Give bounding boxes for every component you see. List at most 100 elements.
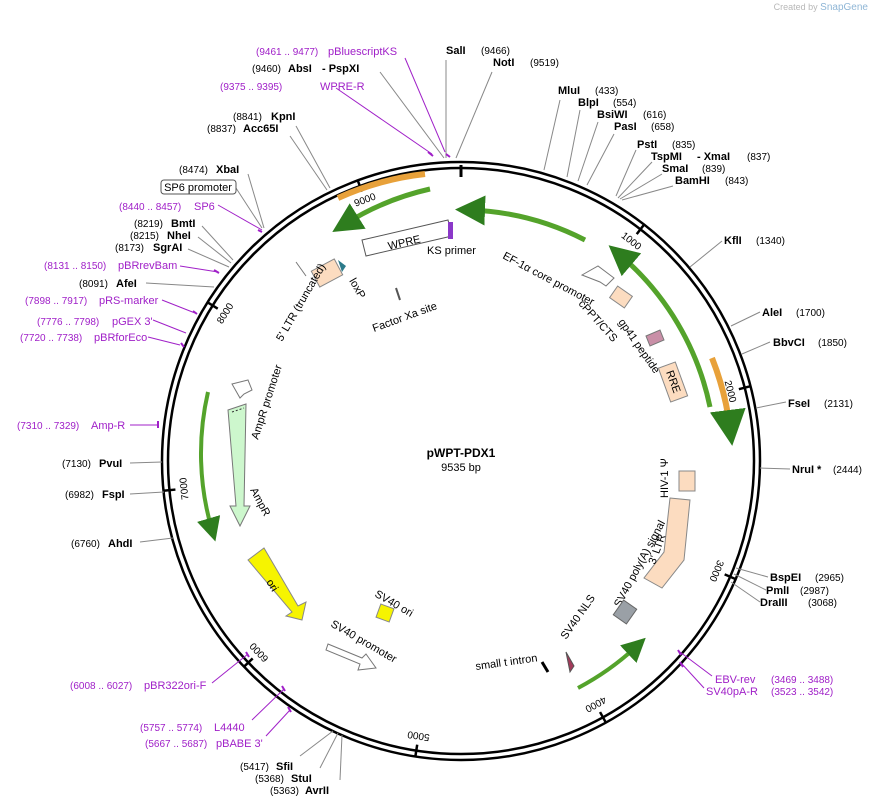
site-nhei: NheI <box>167 230 191 242</box>
svg-text:(1700): (1700) <box>796 308 825 319</box>
primer-marks <box>157 151 684 713</box>
primer-ebv-rev: EBV-rev <box>715 674 756 686</box>
svg-text:(9375 .. 9395): (9375 .. 9395) <box>220 82 282 93</box>
primer-l4440: L4440 <box>214 722 245 734</box>
loxp-label: loxP <box>346 276 367 301</box>
site-kfli: KflI <box>724 235 742 247</box>
svg-text:(8841): (8841) <box>233 112 262 123</box>
factor-xa-label: Factor Xa site <box>371 300 439 334</box>
svg-text:(3068): (3068) <box>808 598 837 609</box>
site-kpni: KpnI <box>271 111 295 123</box>
tick-mark <box>243 657 254 668</box>
svg-text:(616): (616) <box>643 110 666 121</box>
site-pasi: PasI <box>614 121 637 133</box>
site-bspei: BspEI <box>770 572 801 584</box>
site-afei: AfeI <box>116 278 137 290</box>
sv40promoter-arrow <box>325 643 377 671</box>
ampr-feature <box>227 403 251 528</box>
gp41-label: gp41 peptide <box>616 317 662 376</box>
sv40polya-feature <box>612 599 638 625</box>
svg-text:(554): (554) <box>613 98 636 109</box>
svg-text:(8440 .. 8457): (8440 .. 8457) <box>119 202 181 213</box>
ori-feature <box>247 547 307 621</box>
green-arrow-left <box>197 391 221 542</box>
svg-text:(9460): (9460) <box>252 64 281 75</box>
primer-pbr322ori-f: pBR322ori-F <box>144 680 207 692</box>
ltr5-label: 5' LTR (truncated) <box>274 262 328 344</box>
tick-mark <box>738 384 751 391</box>
svg-text:(6008 .. 6027): (6008 .. 6027) <box>70 681 132 692</box>
svg-text:(8131 .. 8150): (8131 .. 8150) <box>44 261 106 272</box>
svg-text:(7130): (7130) <box>62 459 91 470</box>
hiv-psi-label: HIV-1 Ψ <box>659 458 671 498</box>
orange-arrow-top <box>336 171 426 201</box>
svg-text:(7310 .. 7329): (7310 .. 7329) <box>17 421 79 432</box>
ampr-label: AmpR <box>247 486 272 519</box>
small-t-label: small t intron <box>475 652 538 673</box>
svg-text:(2987): (2987) <box>800 586 829 597</box>
site-fsei: FseI <box>788 398 810 410</box>
tick-mark <box>635 223 646 235</box>
features: WPRE KS primer loxP 5' LTR (truncated) F… <box>197 171 746 690</box>
svg-text:(1340): (1340) <box>756 236 785 247</box>
site-smai: SmaI <box>662 163 688 175</box>
plasmid-name: pWPT-PDX1 <box>427 446 496 460</box>
loxp-feature <box>338 260 346 272</box>
ks-primer-mark <box>448 222 453 239</box>
site-sali-pos: (9466) <box>481 46 510 57</box>
plasmid-length: 9535 bp <box>441 462 481 474</box>
ampr-promoter-label: AmpR promoter <box>249 363 285 441</box>
svg-text:(5417): (5417) <box>240 762 269 773</box>
svg-text:(7776 .. 7798): (7776 .. 7798) <box>37 317 99 328</box>
svg-text:(8215): (8215) <box>130 231 159 242</box>
ef1a-promoter-arrow <box>580 265 615 287</box>
sp6-promoter-label: SP6 promoter <box>164 182 232 194</box>
svg-text:(2444): (2444) <box>833 465 862 476</box>
svg-text:(8219): (8219) <box>134 219 163 230</box>
svg-text:(8837): (8837) <box>207 124 236 135</box>
site-tspmi: TspMI <box>651 151 682 163</box>
svg-text:(7720 .. 7738): (7720 .. 7738) <box>20 333 82 344</box>
site-fspi: FspI <box>102 489 125 501</box>
sv40nls-feature <box>565 651 575 674</box>
hiv-psi-feature <box>678 470 696 492</box>
primer-sp6: SP6 <box>194 201 215 213</box>
site-alei: AleI <box>762 307 782 319</box>
green-arrow-top <box>455 195 587 243</box>
svg-text:(8091): (8091) <box>79 279 108 290</box>
tick-label: 1000 <box>619 230 644 253</box>
site-pspxi: - PspXI <box>322 63 359 75</box>
site-xbai: XbaI <box>216 164 239 176</box>
orange-arrow-right <box>709 356 746 446</box>
site-stui: StuI <box>291 773 312 785</box>
svg-text:(9461 .. 9477): (9461 .. 9477) <box>256 47 318 58</box>
site-pmli: PmlI <box>766 585 789 597</box>
sv40nls-label: SV40 NLS <box>559 593 598 642</box>
site-sali: SalI <box>446 45 466 57</box>
small-t-mark <box>540 661 550 673</box>
site-sgrai: SgrAI <box>153 242 182 254</box>
site-psti: PstI <box>637 139 657 151</box>
tick-label: 7000 <box>178 477 191 501</box>
svg-text:(837): (837) <box>747 152 770 163</box>
svg-text:(8173): (8173) <box>115 243 144 254</box>
site-ahdi: AhdI <box>108 538 132 550</box>
ampr-promoter-arrow <box>231 379 253 399</box>
svg-text:(5368): (5368) <box>255 774 284 785</box>
tick-mark <box>598 711 607 724</box>
site-nrui: NruI * <box>792 464 822 476</box>
primer-amp-r: Amp-R <box>91 420 125 432</box>
svg-text:(839): (839) <box>702 164 725 175</box>
site-bmti: BmtI <box>171 218 195 230</box>
tick-label: 4000 <box>583 694 608 715</box>
tick-label: 3000 <box>706 558 725 583</box>
site-bsiwi: BsiWI <box>597 109 628 121</box>
site-draiii: DraIII <box>760 597 788 609</box>
svg-text:(658): (658) <box>651 122 674 133</box>
svg-text:(843): (843) <box>725 176 748 187</box>
snapgene-logo: SnapGene <box>820 2 868 13</box>
green-arrow-bottom <box>577 637 646 690</box>
site-noti: NotI <box>493 57 514 69</box>
primer-sv40pa-r: SV40pA-R <box>706 686 758 698</box>
svg-text:(3523 .. 3542): (3523 .. 3542) <box>771 687 833 698</box>
